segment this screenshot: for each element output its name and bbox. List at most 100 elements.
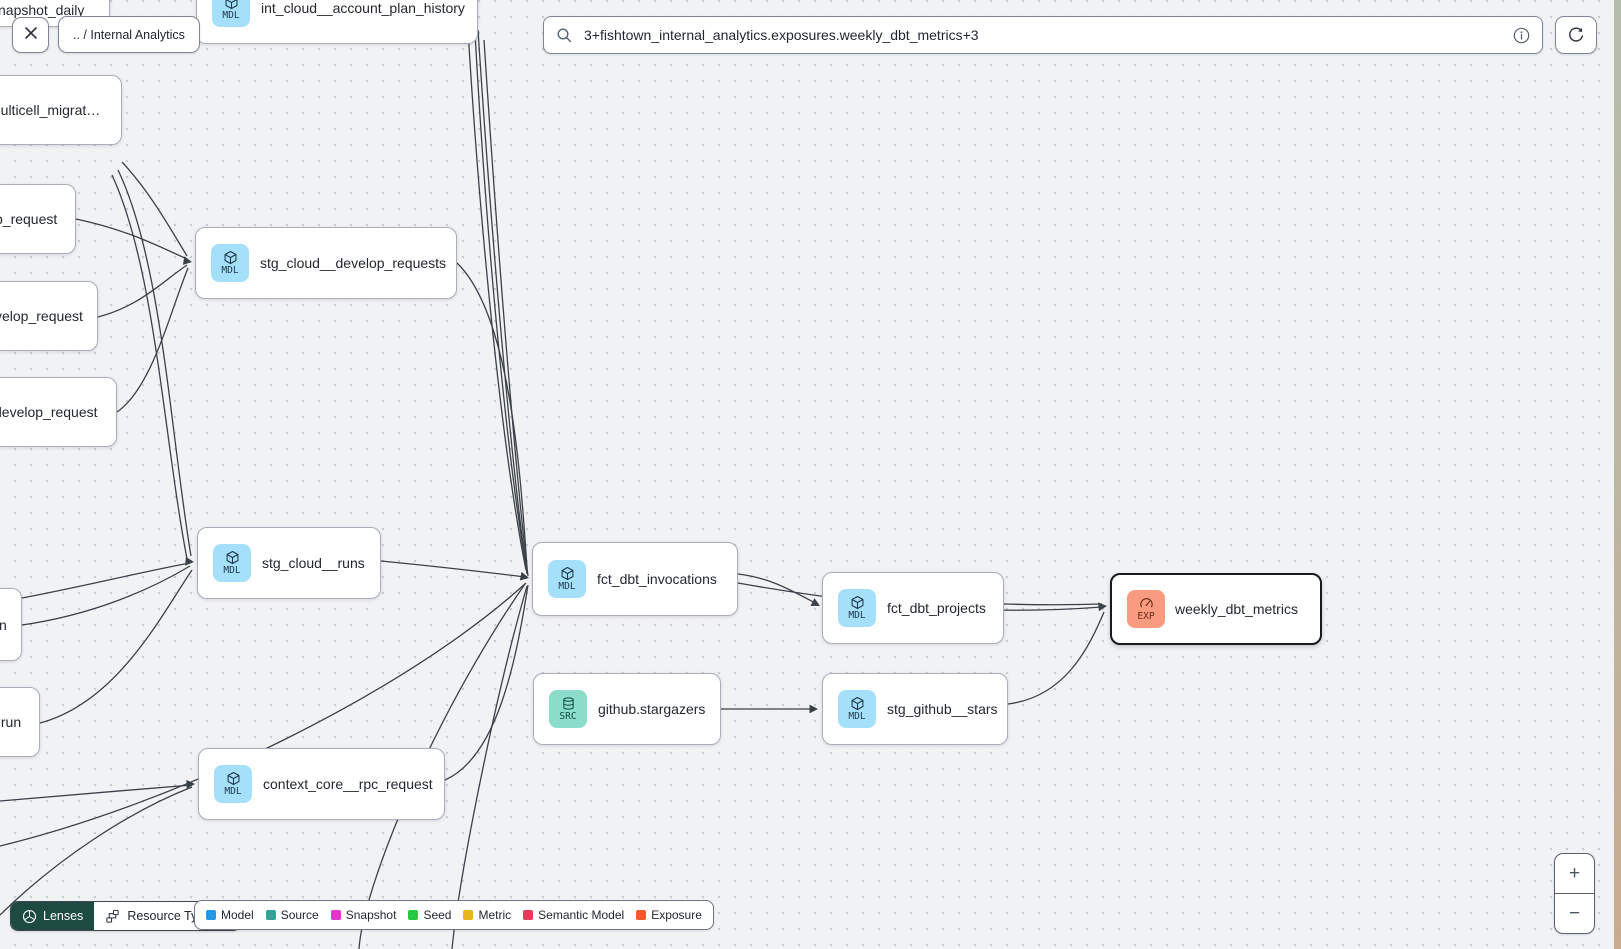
- graph-node-develop_request_2[interactable]: MDLvelop_request: [0, 281, 98, 351]
- node-label: fct_dbt_projects: [887, 600, 986, 616]
- graph-node-weekly_dbt_metrics[interactable]: EXP weekly_dbt_metrics: [1110, 573, 1322, 645]
- edge-multicell_migration-to-stg_cloud__runs: [117, 169, 192, 557]
- edge-arrowhead: [182, 256, 192, 265]
- graph-node-fct_dbt_invocations[interactable]: MDL fct_dbt_invocations: [532, 542, 738, 616]
- edge-develop_request_1-to-stg_cloud__develop_requests: [75, 218, 188, 260]
- edge-multicell_migration-to-stg_cloud__develop_requests: [121, 161, 188, 257]
- close-icon: [24, 26, 38, 45]
- node-label: context_core__rpc_request: [263, 776, 433, 792]
- zoom-out-button[interactable]: −: [1555, 893, 1594, 933]
- legend-label: Exposure: [651, 908, 702, 922]
- node-label: stg_github__stars: [887, 701, 998, 717]
- edge-arrowhead: [1098, 602, 1107, 612]
- edge-multicell_migration-to-stg_cloud__runs2: [111, 174, 188, 560]
- edge-arrowhead: [186, 779, 195, 789]
- graph-node-stg_cloud__develop_requests[interactable]: MDL stg_cloud__develop_requests: [195, 227, 457, 299]
- node-label: p_request: [0, 211, 58, 227]
- gauge-badge: EXP: [1127, 590, 1165, 628]
- lenses-button[interactable]: Lenses: [11, 902, 95, 930]
- graph-node-multicell_migration[interactable]: MDLmulticell_migrat…: [0, 75, 122, 145]
- cube-badge: MDL: [212, 0, 250, 27]
- edge-top_2-to-fct_dbt_invocations: [472, 0, 528, 573]
- edge-offscreen_left-to-context_core__rpc_request: [0, 784, 193, 802]
- lenses-icon: [22, 909, 37, 924]
- cube-badge: MDL: [211, 244, 249, 282]
- search-icon: [556, 27, 573, 44]
- graph-node-develop_request_3[interactable]: MDLdevelop_request: [0, 377, 117, 447]
- cube-badge: MDL: [214, 765, 252, 803]
- edge-context_core__rpc_request-to-fct_dbt_invocations: [444, 584, 529, 781]
- graph-node-context_core__rpc_request[interactable]: MDL context_core__rpc_request: [198, 748, 445, 820]
- node-label: develop_request: [0, 404, 98, 420]
- refresh-button[interactable]: [1555, 16, 1597, 54]
- edge-develop_request_3-to-stg_cloud__develop_requests: [116, 267, 189, 413]
- database-badge: SRC: [549, 690, 587, 728]
- node-label: multicell_migrat…: [0, 102, 101, 118]
- edge-offscreen_left-to-stg_cloud__runs: [0, 562, 191, 603]
- close-button[interactable]: [12, 17, 49, 53]
- edge-arrowhead: [809, 704, 818, 714]
- edge-arrowhead: [185, 556, 194, 566]
- resource-type-icon: [105, 909, 120, 924]
- node-label: int_cloud__account_plan_history: [261, 0, 465, 16]
- legend-swatch: [636, 910, 647, 920]
- cube-badge: MDL: [838, 690, 876, 728]
- legend-swatch: [206, 910, 216, 920]
- edge-offscreen_left2-to-context_core__rpc_request: [0, 786, 193, 916]
- legend-swatch: [330, 910, 341, 920]
- breadcrumb-label: .. / Internal Analytics: [73, 27, 185, 42]
- cube-badge: MDL: [548, 560, 586, 598]
- legend-swatch: [265, 910, 276, 920]
- legend-label: Source: [280, 908, 319, 922]
- node-label: .run: [0, 714, 22, 730]
- legend-item-seed: Seed: [408, 908, 451, 922]
- legend-swatch: [463, 910, 474, 920]
- node-label: velop_request: [0, 308, 83, 324]
- graph-node-develop_request_1[interactable]: MDLp_request: [0, 184, 76, 254]
- legend-label: Snapshot: [345, 908, 397, 922]
- node-label: stg_cloud__develop_requests: [260, 255, 447, 271]
- refresh-icon: [1567, 26, 1585, 44]
- edge-run_node_1-to-stg_cloud__runs: [21, 565, 191, 626]
- edge-develop_request_2-to-stg_cloud__develop_requests: [97, 264, 188, 318]
- edge-int_cloud__account_plan_history-to-fct_dbt_invocations2: [483, 39, 529, 577]
- zoom-in-button[interactable]: +: [1568, 862, 1581, 884]
- legend-swatch: [523, 910, 534, 920]
- edge-int_cloud__account_plan_history-to-fct_dbt_invocations: [477, 29, 528, 575]
- graph-node-int_cloud__account_plan_history[interactable]: MDL int_cloud__account_plan_history: [196, 0, 478, 44]
- legend-item-metric: Metric: [463, 908, 511, 922]
- node-label: weekly_dbt_metrics: [1175, 601, 1298, 617]
- zoom-controls: + −: [1554, 853, 1595, 934]
- edge-top_1-to-fct_dbt_invocations: [465, 0, 527, 571]
- graph-node-run_node_1[interactable]: MDLn: [0, 588, 22, 661]
- legend-swatch: [408, 910, 419, 920]
- lenses-label: Lenses: [43, 909, 84, 923]
- graph-node-run_node_2[interactable]: MDL.run: [0, 687, 40, 757]
- legend-item-exposure: Exposure: [636, 908, 702, 922]
- info-icon[interactable]: [1513, 27, 1530, 44]
- graph-node-github.stargazers[interactable]: SRC github.stargazers: [533, 673, 721, 745]
- edge-fct_dbt_invocations-to-fct_dbt_projects: [737, 573, 818, 605]
- node-label: snapshot_daily: [0, 2, 85, 18]
- legend-label: Semantic Model: [538, 908, 625, 922]
- legend-item-snapshot: Snapshot: [330, 908, 397, 922]
- node-label: github.stargazers: [598, 701, 706, 717]
- breadcrumb[interactable]: .. / Internal Analytics: [58, 16, 200, 53]
- edge-offscreen_bottom_2-to-fct_dbt_invocations: [451, 585, 528, 949]
- node-label: n: [0, 616, 7, 633]
- edge-run_node_2-to-stg_cloud__runs: [39, 569, 193, 724]
- desktop-edge-strip: [1614, 0, 1621, 949]
- graph-node-stg_github__stars[interactable]: MDL stg_github__stars: [822, 673, 1008, 745]
- edge-stg_cloud__runs-to-fct_dbt_invocations: [380, 560, 526, 578]
- search-input[interactable]: [582, 26, 1504, 44]
- edge-arrowhead: [519, 571, 529, 581]
- cube-badge: MDL: [213, 544, 251, 582]
- node-label: fct_dbt_invocations: [597, 571, 717, 587]
- edge-stg_github__stars-to-weekly_dbt_metrics: [1007, 611, 1105, 705]
- edge-arrowhead: [810, 598, 820, 606]
- legend-label: Seed: [423, 908, 452, 922]
